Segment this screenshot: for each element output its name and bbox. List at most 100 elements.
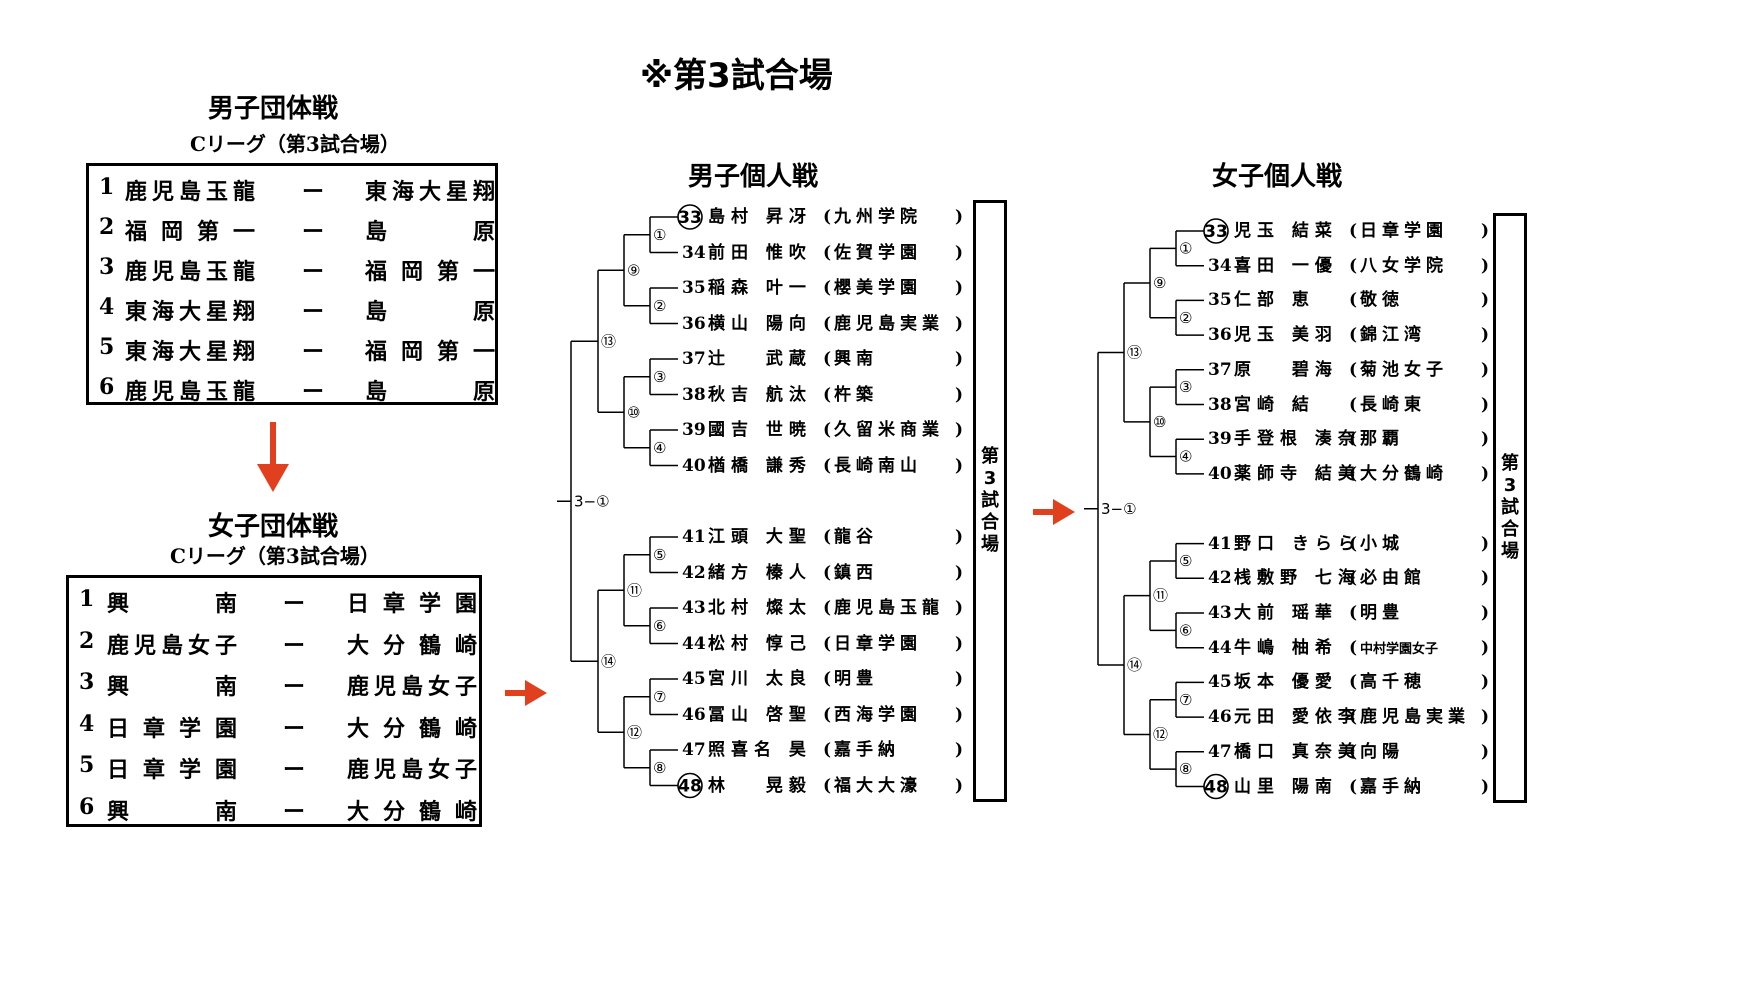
player-school: 必由館 [1360, 568, 1426, 589]
team-a: 東海大星翔 [125, 339, 255, 365]
team-b: 日章学園 [347, 591, 477, 617]
player-school: 鹿児島実業 [834, 313, 944, 334]
player-number: 44 [682, 633, 706, 654]
round1-match-label: ⑥ [653, 617, 666, 635]
player-name: 牛嶋 柚希 [1234, 637, 1338, 658]
player-number: 37 [682, 349, 706, 369]
round1-match-label: ③ [653, 368, 666, 386]
player-school: 九州学院 [834, 207, 922, 227]
boys-team-title: 男子団体戦 [208, 94, 339, 124]
round3-match-label: ⑬ [1127, 343, 1142, 361]
player-name: 喜田 一優 [1234, 255, 1338, 276]
player-name: 坂本 優愛 [1234, 672, 1338, 693]
player-number: 34 [682, 242, 706, 263]
arrow-down-icon [257, 422, 289, 492]
match-number: 3 [79, 669, 95, 695]
player-school: 嘉手納 [1360, 776, 1426, 797]
round3-match-label: ⑭ [601, 652, 616, 670]
team-a: 興南 [107, 798, 237, 825]
page-title: ※第3試合場 [640, 56, 833, 96]
player-number: 41 [682, 527, 706, 547]
arrow-right-icon [1033, 499, 1075, 525]
player-number: 42 [1208, 568, 1232, 589]
player-name: 横山 陽向 [708, 313, 812, 334]
team-b: 鹿児島女子 [347, 757, 477, 783]
match-number: 5 [99, 334, 115, 360]
round2-match-label: ⑫ [1153, 725, 1168, 743]
player-number: 47 [682, 740, 706, 760]
match-number: 1 [79, 586, 95, 612]
match-number: 4 [99, 294, 115, 320]
player-number: 40 [1208, 463, 1232, 484]
player-number: 39 [1208, 429, 1232, 450]
player-school: 久留米商業 [834, 420, 944, 440]
player-name: 宮川 太良 [708, 669, 812, 689]
player-name: 手登根 湊奈 [1234, 429, 1361, 450]
round1-match-label: ③ [1179, 378, 1192, 396]
final-match-label: 3−① [574, 492, 610, 510]
player-entry: 島村 昇冴(九州学院) [682, 204, 966, 230]
match-dash: ー [283, 798, 306, 825]
round2-match-label: ⑪ [1153, 587, 1168, 605]
player-school: 長崎東 [1360, 394, 1426, 415]
match-dash: ー [283, 674, 306, 700]
player-entry: 山里 陽南(嘉手納) [1208, 774, 1492, 800]
girls-team-league: Cリーグ（第3試合場） [170, 544, 380, 568]
player-school: 菊池女子 [1360, 359, 1448, 380]
round1-match-label: ① [653, 226, 666, 244]
boys-individual-title: 男子個人戦 [688, 162, 819, 192]
player-school: 鹿児島玉龍 [834, 598, 944, 618]
player-number: 35 [682, 278, 706, 298]
player-name: 稲森 叶一 [708, 278, 812, 298]
girls-venue-box: 第 3 試 合 場 [1493, 213, 1527, 803]
player-number: 41 [1208, 533, 1232, 554]
team-a: 鹿児島玉龍 [125, 259, 255, 285]
match-number: 3 [99, 254, 115, 280]
player-school: 小城 [1360, 533, 1404, 554]
boys-venue-box: 第 3 試 合 場 [973, 200, 1007, 802]
player-school: 明豊 [1360, 603, 1404, 623]
round2-match-label: ⑩ [627, 403, 640, 421]
team-b: 大分鶴崎 [347, 798, 477, 825]
match-dash: ー [302, 179, 325, 205]
match-dash: ー [283, 757, 306, 783]
team-a: 興南 [107, 674, 237, 700]
match-dash: ー [302, 379, 325, 405]
player-number: 44 [1208, 637, 1232, 658]
player-school: 嘉手納 [834, 740, 900, 760]
girls-individual-title: 女子個人戦 [1212, 162, 1343, 192]
match-dash: ー [283, 715, 306, 742]
team-a: 鹿児島玉龍 [125, 179, 255, 205]
team-a: 日章学園 [107, 757, 237, 783]
match-number: 6 [79, 793, 95, 820]
svg-text:48: 48 [1204, 778, 1228, 798]
player-school: 興南 [834, 349, 878, 369]
player-name: 江頭 大聖 [708, 527, 812, 547]
team-a: 日章学園 [107, 715, 237, 742]
match-row: 6 興南 ー 大分鶴崎 [69, 788, 479, 828]
round1-match-label: ④ [653, 439, 666, 457]
team-a: 東海大星翔 [125, 299, 255, 325]
round1-match-label: ⑤ [653, 546, 666, 564]
player-school: 鎮西 [834, 562, 878, 583]
player-name: 秋吉 航汰 [708, 384, 812, 405]
